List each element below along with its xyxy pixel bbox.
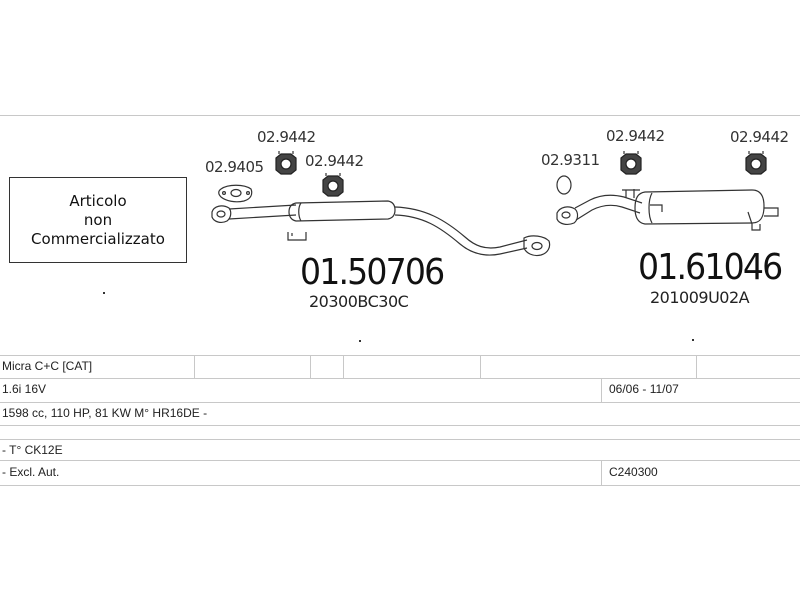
table-divider [480, 355, 481, 378]
exclusion-note: - Excl. Aut. [2, 465, 60, 479]
catalog-code: C240300 [609, 465, 658, 479]
label-gasket-02-9405: 02.9405 [205, 158, 264, 176]
table-line [0, 485, 800, 486]
table-divider [194, 355, 195, 378]
silencer-number-left: 01.50706 [300, 252, 445, 293]
marker-dot [692, 339, 694, 341]
silencer-right-icon [556, 189, 779, 231]
silencer-number-right: 01.61046 [638, 247, 783, 288]
table-divider [310, 355, 311, 378]
production-period: 06/06 - 11/07 [609, 382, 679, 396]
label-clamp-02-9442-a: 02.9442 [257, 128, 316, 146]
table-line [0, 378, 800, 379]
table-divider [696, 355, 697, 378]
label-clamp-02-9442-b: 02.9442 [305, 152, 364, 170]
notice-line-2: non [83, 210, 113, 229]
silencer-oem-left: 20300BC30C [309, 292, 409, 311]
clamp-icon [322, 173, 344, 197]
engine-specs: 1598 cc, 110 HP, 81 KW M° HR16DE - [2, 406, 208, 420]
clamp-icon [275, 151, 297, 175]
type-code: - T° CK12E [2, 443, 63, 457]
table-divider [343, 355, 344, 378]
clamp-icon [620, 151, 642, 175]
ring-icon [556, 175, 572, 195]
notice-line-3: Commercializzato [31, 229, 165, 248]
gasket-icon [218, 184, 253, 203]
label-ring-02-9311: 02.9311 [541, 151, 600, 169]
table-line [0, 355, 800, 356]
table-divider [601, 378, 602, 402]
table-line [0, 439, 800, 440]
not-sold-notice: Articolo non Commercializzato [9, 177, 187, 263]
label-clamp-02-9442-d: 02.9442 [730, 128, 789, 146]
label-clamp-02-9442-c: 02.9442 [606, 127, 665, 145]
silencer-left-icon [211, 200, 551, 257]
silencer-oem-right: 201009U02A [650, 288, 750, 307]
table-line [0, 460, 800, 461]
table-divider [601, 460, 602, 485]
clamp-icon [745, 151, 767, 175]
table-line [0, 425, 800, 426]
vehicle-model: Micra C+C [CAT] [2, 359, 93, 373]
marker-dot [103, 292, 105, 294]
top-border [0, 115, 800, 116]
table-line [0, 402, 800, 403]
notice-line-1: Articolo [69, 191, 127, 210]
marker-dot [359, 340, 361, 342]
engine-name: 1.6i 16V [2, 382, 47, 396]
